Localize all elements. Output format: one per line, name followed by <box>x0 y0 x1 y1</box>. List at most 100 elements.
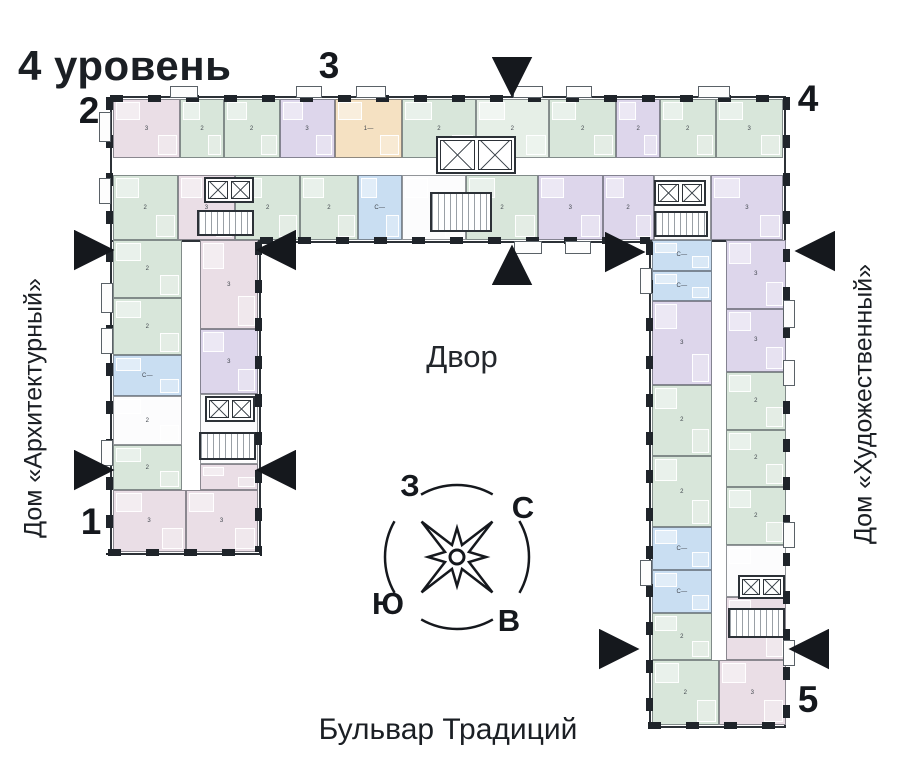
apartment-type-label: 3 <box>305 125 310 132</box>
apartment-type-label: 2 <box>200 125 205 132</box>
balcony <box>565 241 591 254</box>
apartment-unit[interactable]: 3 <box>538 175 603 240</box>
apartment-unit[interactable]: 3 <box>113 99 181 158</box>
apartment-type-label: С— <box>676 282 688 289</box>
apartment-type-label: С— <box>676 588 688 595</box>
stair-core <box>430 192 492 232</box>
compass-hub-icon <box>448 548 466 566</box>
apartment-unit[interactable]: 2 <box>224 99 280 158</box>
apartment-type-label: 2 <box>145 464 150 471</box>
apartment-unit[interactable]: С— <box>357 175 402 240</box>
balcony <box>514 241 542 254</box>
apartment-unit[interactable]: 2 <box>616 99 661 158</box>
apartment-type-label: 2 <box>580 125 585 132</box>
apartment-type-label: 2 <box>145 417 150 424</box>
apartment-type-label: 2 <box>437 125 441 132</box>
apartment-unit[interactable]: 2 <box>300 175 358 240</box>
wall-pier <box>783 97 790 726</box>
apartment-unit[interactable]: 3 <box>185 490 258 552</box>
apartment-type-label: 1— <box>363 125 374 132</box>
page-title: 4 уровень <box>18 42 232 90</box>
balcony <box>101 440 113 466</box>
apartment-type-label: 2 <box>510 125 515 132</box>
apartment-unit[interactable]: 2 <box>113 396 182 446</box>
balcony <box>101 283 113 313</box>
stair-core <box>654 211 708 237</box>
entrance-number-5: 5 <box>797 679 819 720</box>
elevator-core <box>654 180 706 206</box>
apartment-unit[interactable]: С— <box>113 355 182 397</box>
compass-south-label: Ю <box>372 586 404 621</box>
apartment-type-label: 3 <box>754 271 758 278</box>
balcony <box>640 560 652 586</box>
entrance-number-1: 1 <box>80 501 102 542</box>
elevator-shaft-icon <box>231 400 251 418</box>
apartment-unit[interactable]: 3 <box>279 99 335 158</box>
apartment-type-label: 3 <box>747 125 752 132</box>
apartment-type-label: 2 <box>680 633 684 640</box>
apartment-type-label: С— <box>142 372 153 379</box>
wall-pier <box>108 549 262 556</box>
apartment-unit[interactable]: 2 <box>180 99 224 158</box>
apartment-type-label: 3 <box>219 518 224 524</box>
elevator-core <box>738 575 785 599</box>
wall-pier <box>260 237 650 244</box>
entrance-number-2: 2 <box>78 90 100 131</box>
apartment-unit[interactable]: 2 <box>652 384 712 457</box>
apartment-unit[interactable]: С— <box>652 527 712 571</box>
apartment-unit[interactable]: С— <box>652 270 712 302</box>
balcony <box>566 86 592 98</box>
apartment-unit[interactable]: 3 <box>715 99 783 158</box>
apartment-unit[interactable]: 2 <box>726 429 786 488</box>
compass-star-icon <box>383 483 531 631</box>
compass-east-label: В <box>497 603 521 638</box>
wall-pier <box>106 97 113 555</box>
apartment-unit[interactable]: 3 <box>113 490 186 552</box>
apartment-unit[interactable]: 2 <box>113 240 182 298</box>
stair-core <box>197 210 254 236</box>
apartment-unit[interactable]: С— <box>652 570 712 614</box>
apartment-unit[interactable]: 3 <box>200 329 258 395</box>
apartment-unit[interactable] <box>200 463 258 491</box>
apartment-unit[interactable]: 1— <box>335 99 403 158</box>
apartment-unit[interactable]: 2 <box>726 487 786 545</box>
balcony <box>640 268 652 294</box>
apartment-unit[interactable]: 2 <box>113 445 182 491</box>
apartment-type-label: 3 <box>754 337 758 344</box>
apartment-type-label: 2 <box>249 125 254 132</box>
apartment-unit[interactable]: 2 <box>652 613 712 660</box>
apartment-unit[interactable]: 2 <box>726 371 786 430</box>
apartment-unit[interactable]: 3 <box>200 240 258 330</box>
stair-core <box>199 432 256 460</box>
apartment-unit[interactable]: 2 <box>652 660 719 725</box>
apartment-unit[interactable]: 2 <box>113 297 182 356</box>
apartment-unit[interactable]: 2 <box>660 99 716 158</box>
apartment-unit[interactable]: 2 <box>652 456 712 528</box>
apartment-unit[interactable]: 3 <box>711 175 783 240</box>
apartment-unit[interactable]: С— <box>652 240 712 271</box>
balcony <box>783 360 795 386</box>
elevator-core <box>436 136 516 174</box>
elevator-core <box>205 396 255 422</box>
stair-core <box>728 608 785 638</box>
elevator-shaft-icon <box>477 140 512 170</box>
apartment-unit[interactable]: 2 <box>602 175 654 240</box>
street-label: Бульвар Традиций <box>318 713 578 746</box>
balcony <box>99 112 111 142</box>
apartment-type-label: 2 <box>626 204 630 211</box>
apartment-type-label: 2 <box>145 323 150 330</box>
apartment-unit[interactable]: 3 <box>652 301 712 385</box>
balcony <box>783 522 795 548</box>
apartment-unit[interactable]: 2 <box>113 175 178 240</box>
apartment-unit[interactable]: 3 <box>726 240 786 309</box>
apartment-unit[interactable]: 3 <box>726 308 786 372</box>
apartment-unit[interactable]: 3 <box>719 660 786 725</box>
apartment-unit[interactable]: 2 <box>549 99 617 158</box>
apartment-type-label: 3 <box>227 358 231 365</box>
apartment-type-label: 2 <box>680 417 684 424</box>
